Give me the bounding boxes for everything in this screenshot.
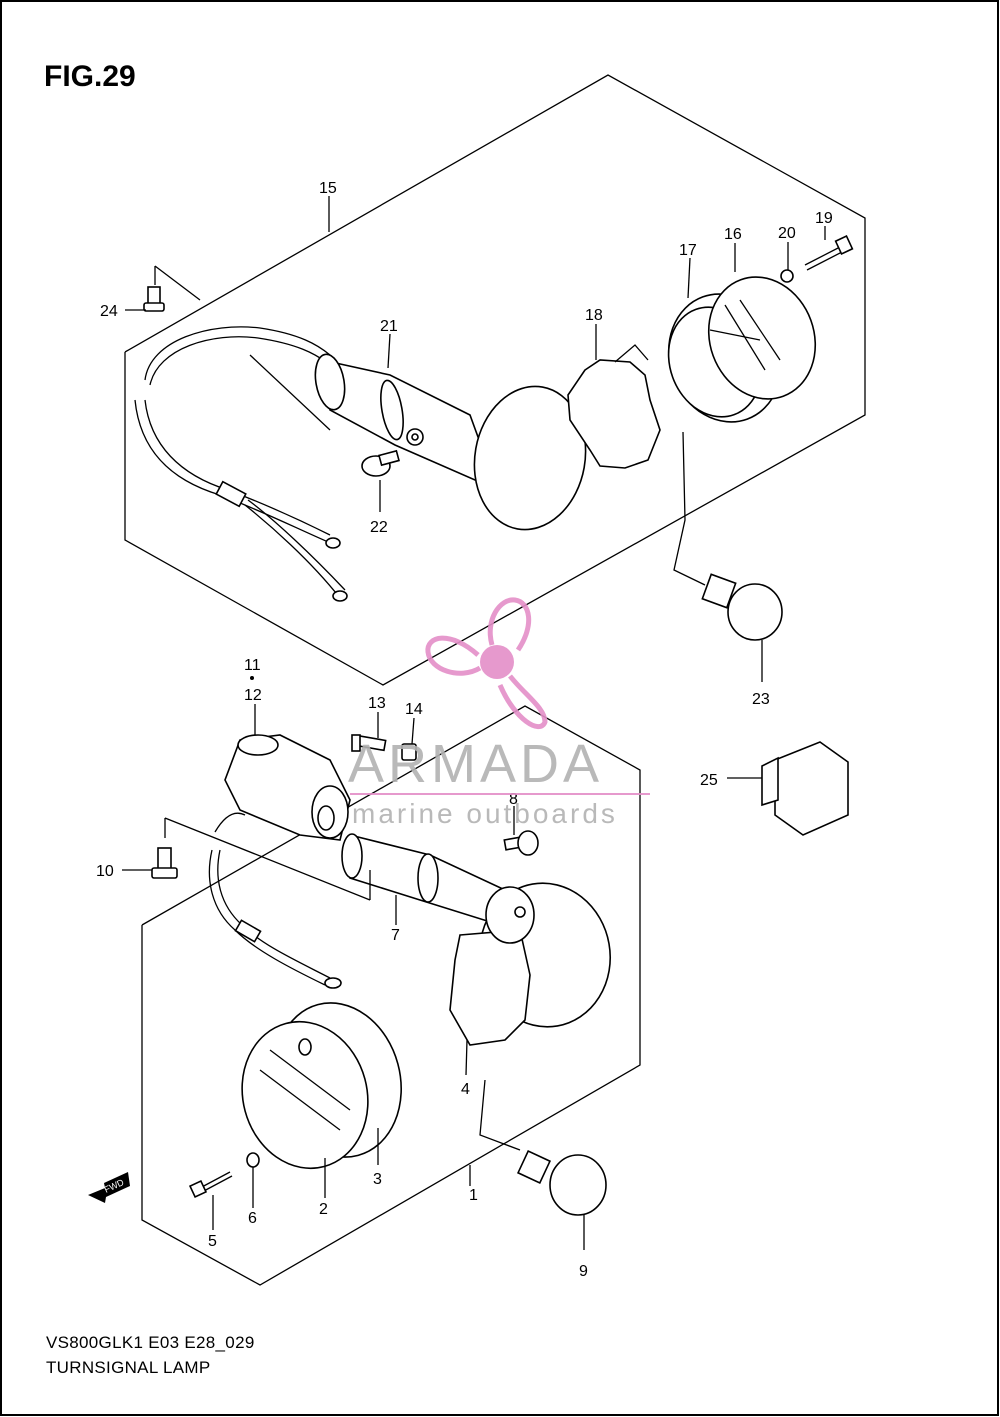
part-19-20-fasteners [780,235,854,283]
callout-14: 14 [405,701,423,718]
lower-wire-harness [208,812,342,989]
part-8-screw-shape [503,830,539,856]
figure-title: FIG.29 [44,60,136,93]
callout-24: 24 [100,303,118,320]
callout-9: 9 [579,1263,588,1280]
watermark-tagline: marine outboards [352,798,618,829]
part-24-bolt-shape [143,265,201,312]
callout-20: 20 [778,225,796,242]
part-25-relay-shape [727,741,849,836]
callout-6: 6 [248,1210,257,1227]
callout-13: 13 [368,695,386,712]
callout-23: 23 [752,691,770,708]
watermark: ARMADA marine outboards [348,597,650,829]
part-7-stem [341,833,506,927]
part-10-bolt-shape [151,817,371,901]
callout-12: 12 [244,687,262,704]
callout-10: 10 [96,863,114,880]
callout-17: 17 [679,242,697,259]
part-21-stem [249,353,587,531]
callout-11: 11 [244,657,261,674]
part-4-housing [449,882,612,1046]
part-9-bulb-shape [479,1079,607,1250]
callout-25: 25 [700,772,718,789]
watermark-brand: ARMADA [348,734,603,794]
callout-1: 1 [469,1187,478,1204]
part-13-14-fasteners [351,734,417,761]
model-code: VS800GLK1 E03 E28_029 [46,1333,255,1352]
callout-15: 15 [319,180,337,197]
section-name: TURNSIGNAL LAMP [46,1358,211,1377]
callout-leaders [122,196,826,1230]
part-22-screw-shape [361,449,400,477]
propeller-icon [425,597,548,730]
callout-19: 19 [815,210,833,227]
callout-2: 2 [319,1201,328,1218]
callout-7: 7 [391,927,400,944]
fwd-arrow-icon: FWD [88,1172,130,1203]
part-16-17-lens-shape [667,276,817,423]
callout-numbers: 1 2 3 4 5 6 7 8 9 10 11 12 13 14 15 16 1… [96,180,833,1280]
upper-wire-harness [134,326,348,602]
part-5-6-fasteners [188,1152,260,1199]
part-18-bracket-shape [567,344,661,469]
callout-4: 4 [461,1081,470,1098]
callout-22: 22 [370,519,388,536]
callout-21: 21 [380,318,398,335]
lower-assembly-box [141,705,641,1286]
part-23-bulb-shape [673,431,783,682]
callout-5: 5 [208,1233,217,1250]
callout-16: 16 [724,226,742,243]
upper-assembly-box [124,74,866,686]
part-12-clamp-shape [224,676,351,841]
callout-3: 3 [373,1171,382,1188]
callout-8: 8 [509,791,518,808]
part-2-3-lens-shape [241,1002,402,1170]
callout-18: 18 [585,307,603,324]
